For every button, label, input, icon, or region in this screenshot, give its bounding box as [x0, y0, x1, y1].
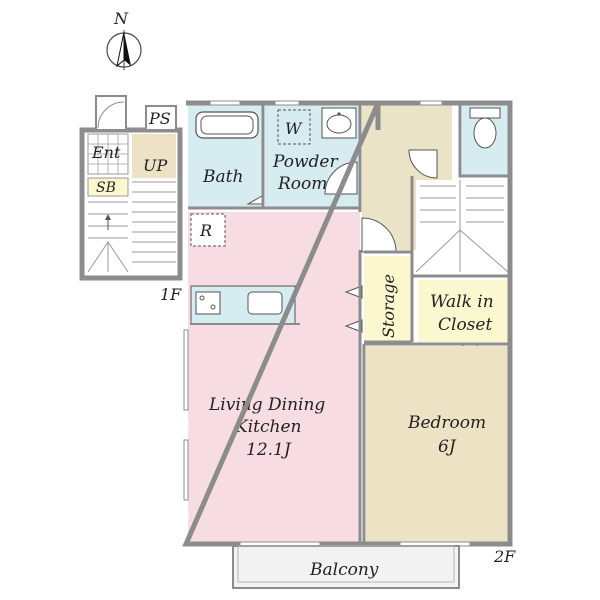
north-arrow-icon: [106, 30, 142, 70]
walk-in-label-line1: Walk in: [430, 292, 494, 312]
stairs-up-label: UP: [143, 156, 167, 175]
ldk-room: [188, 212, 360, 542]
storage-label: Storage: [379, 274, 398, 338]
bathtub-icon: [195, 111, 259, 139]
windows: [183, 100, 471, 547]
shoe-box-label: SB: [96, 180, 116, 196]
toilet-icon: [469, 107, 501, 149]
bedroom: [366, 346, 508, 542]
first-floor-block: Ent SB UP PS 1F: [79, 95, 183, 304]
second-floor: Bath W Powder Room: [182, 100, 513, 547]
powder-room-label-line1: Powder: [272, 152, 338, 172]
balcony-label: Balcony: [309, 560, 379, 580]
stove-icon: [195, 291, 221, 315]
hall-door-toilet: [408, 149, 438, 179]
ldk-label-line2: Kitchen: [234, 417, 301, 437]
ldk-label-line1: Living Dining: [208, 395, 325, 415]
pipe-space-label: PS: [148, 109, 171, 128]
entrance-label: Ent: [91, 143, 121, 162]
walk-in-label-line2: Closet: [438, 315, 492, 335]
shoe-box: [87, 177, 129, 197]
stair-landing: [132, 134, 176, 178]
entrance-tiles: [87, 133, 129, 175]
bedroom-label: Bedroom: [407, 413, 486, 433]
powder-room-label-line2: Room: [277, 174, 327, 194]
walk-in-closet: [418, 280, 508, 342]
bath-label: Bath: [202, 167, 243, 187]
washer-space: [277, 109, 311, 145]
storage-room: [364, 256, 412, 342]
stairs-first-floor: [87, 181, 176, 273]
stairs-second-floor: [415, 180, 509, 273]
refrigerator-space: [190, 213, 226, 247]
ldk-size-label: 12.1J: [246, 440, 292, 460]
pipe-space: [145, 105, 177, 131]
balcony: Balcony: [232, 545, 460, 589]
bedroom-size-label: 6J: [438, 437, 457, 457]
first-floor-label: 1F: [160, 285, 182, 304]
entrance-door: [95, 95, 127, 131]
north-label: N: [113, 9, 129, 28]
kitchen-counter: [190, 285, 296, 325]
sink-icon: [321, 107, 357, 139]
refrigerator-label: R: [199, 221, 212, 240]
second-floor-label: 2F: [493, 547, 516, 566]
kitchen-sink-icon: [247, 291, 283, 315]
washer-label: W: [285, 119, 303, 138]
compass: N: [106, 9, 142, 70]
